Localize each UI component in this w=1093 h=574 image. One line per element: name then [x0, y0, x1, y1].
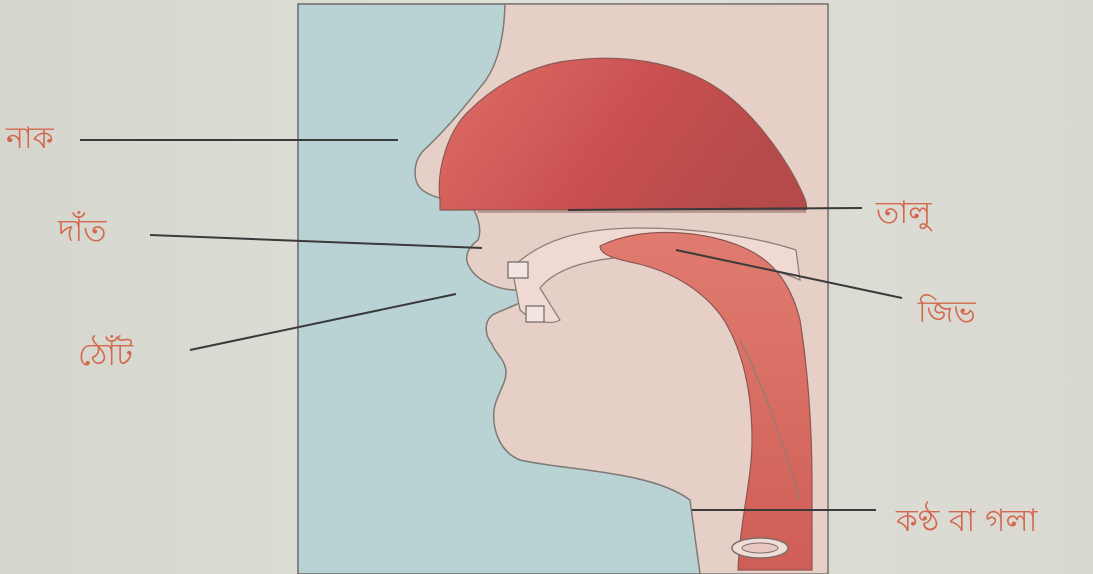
throat-label: কণ্ঠ বা গলা	[896, 506, 1038, 537]
upper-tooth	[508, 262, 528, 278]
lower-tooth	[526, 306, 544, 322]
palate-label: তালু	[876, 198, 931, 229]
nose-label: নাক	[6, 124, 54, 154]
tongue-label: জিভ	[918, 298, 976, 328]
lips-label: ঠোঁট	[78, 340, 133, 371]
throat-inner	[742, 543, 778, 553]
teeth-label: দাঁত	[58, 216, 107, 247]
